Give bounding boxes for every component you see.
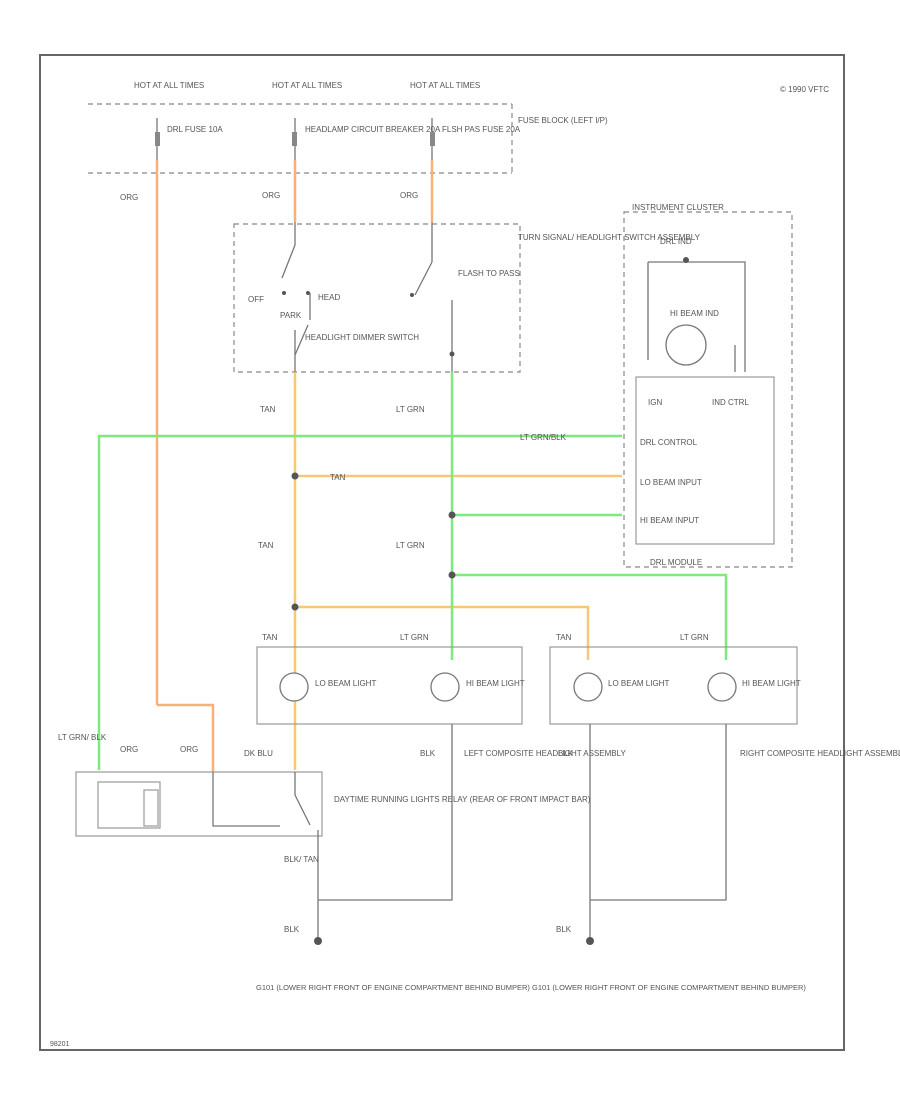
hi-beam-ind-label: HI BEAM IND bbox=[670, 309, 719, 318]
copyright-label: © 1990 VFTC bbox=[780, 85, 829, 94]
hi-beam-input-label: HI BEAM INPUT bbox=[640, 516, 699, 525]
left-headlight-assembly: TAN LT GRN LO BEAM LIGHT HI BEAM LIGHT L… bbox=[256, 633, 626, 758]
left-hi-blk-wire bbox=[318, 724, 453, 901]
lt-grn-blk-wire-drl bbox=[97, 434, 622, 770]
drl-module-label: DRL MODULE bbox=[650, 558, 702, 567]
cluster-title: INSTRUMENT CLUSTER bbox=[632, 203, 724, 212]
wire-label-lt-grn: LT GRN bbox=[680, 633, 709, 642]
wire-label-lt-grn-blk: LT GRN/ BLK bbox=[58, 733, 107, 742]
wire-label-lt-grn: LT GRN bbox=[400, 633, 429, 642]
switch-head-label: HEAD bbox=[318, 293, 340, 302]
wire-label-tan: TAN bbox=[556, 633, 572, 642]
wire-label-tan: TAN bbox=[258, 541, 274, 550]
ground-left bbox=[314, 937, 322, 945]
left-assembly-label: LEFT COMPOSITE HEADLIGHT ASSEMBLY bbox=[464, 749, 626, 758]
diagram-frame bbox=[39, 54, 845, 1051]
right-lo-beam-lamp bbox=[573, 672, 603, 702]
fuse-label-headlamp: HEADLAMP CIRCUIT BREAKER 20A bbox=[305, 125, 441, 134]
flash-to-pass-label: FLASH TO PASS bbox=[458, 269, 520, 278]
right-assembly-label: RIGHT COMPOSITE HEADLIGHT ASSEMBLY bbox=[740, 749, 900, 758]
drl-relay: ORG ORG DK BLU DAYTIME RUNNING LIGHTS RE… bbox=[75, 745, 591, 940]
lo-beam-label: LO BEAM LIGHT bbox=[315, 679, 376, 688]
ind-ctrl-label: IND CTRL bbox=[712, 398, 749, 407]
ground-right-label: G101 (LOWER RIGHT FRONT OF ENGINE COMPAR… bbox=[532, 983, 806, 992]
left-lo-beam-lamp bbox=[279, 672, 309, 702]
wire-label-org: ORG bbox=[262, 191, 280, 200]
wire-label-dk-blu: DK BLU bbox=[244, 749, 273, 758]
wire-label-blk-tan: BLK/ TAN bbox=[284, 855, 319, 864]
wire-label-blk: BLK bbox=[420, 749, 436, 758]
drl-control-label: DRL CONTROL bbox=[640, 438, 698, 447]
ign-label: IGN bbox=[648, 398, 662, 407]
ground-right bbox=[586, 937, 594, 945]
right-hi-blk-wire bbox=[590, 724, 727, 901]
right-headlight-assembly: TAN LT GRN LO BEAM LIGHT HI BEAM LIGHT R… bbox=[549, 633, 900, 758]
switch-assembly-label: TURN SIGNAL/ HEADLIGHT SWITCH ASSEMBLY bbox=[518, 233, 701, 242]
wire-label-tan: TAN bbox=[262, 633, 278, 642]
lt-grn-wire-right-hi bbox=[452, 573, 728, 660]
footer-code: 98201 bbox=[50, 1041, 70, 1048]
fuse-block: FUSE BLOCK (LEFT I/P) HOT AT ALL TIMES H… bbox=[88, 81, 608, 174]
headlight-switch-assembly: TURN SIGNAL/ HEADLIGHT SWITCH ASSEMBLY O… bbox=[233, 222, 701, 373]
lo-beam-label: LO BEAM LIGHT bbox=[608, 679, 669, 688]
tan-wire-right-lo bbox=[295, 605, 590, 660]
lo-beam-input-label: LO BEAM INPUT bbox=[640, 478, 702, 487]
fuse-label-drl: DRL FUSE 10A bbox=[167, 125, 223, 134]
instrument-cluster: INSTRUMENT CLUSTER DRL IND HI BEAM IND I… bbox=[623, 203, 793, 568]
left-hi-beam-lamp bbox=[430, 672, 460, 702]
switch-park-label: PARK bbox=[280, 311, 302, 320]
fuse-block-label: FUSE BLOCK (LEFT I/P) bbox=[518, 116, 608, 125]
wire-label-org: ORG bbox=[120, 193, 138, 202]
hot-label-3: HOT AT ALL TIMES bbox=[410, 81, 480, 90]
wire-label-lt-grn: LT GRN bbox=[396, 405, 425, 414]
wire-label-blk: BLK bbox=[284, 925, 300, 934]
wire-label-org: ORG bbox=[400, 191, 418, 200]
relay-label: DAYTIME RUNNING LIGHTS RELAY (REAR OF FR… bbox=[334, 795, 591, 804]
wire-label-org: ORG bbox=[120, 745, 138, 754]
wire-label-tan: TAN bbox=[260, 405, 276, 414]
dimmer-switch-label: HEADLIGHT DIMMER SWITCH bbox=[305, 333, 419, 342]
wire-label-lt-grn: LT GRN bbox=[396, 541, 425, 550]
hot-label-2: HOT AT ALL TIMES bbox=[272, 81, 342, 90]
wire-label-blk: BLK bbox=[556, 925, 572, 934]
drl-ind-label: DRL IND bbox=[660, 237, 692, 246]
wire-label-blk: BLK bbox=[558, 749, 574, 758]
fuse-label-flash: FLSH PAS FUSE 20A bbox=[442, 125, 521, 134]
wire-label-tan: TAN bbox=[330, 473, 346, 482]
ground-left-label: G101 (LOWER RIGHT FRONT OF ENGINE COMPAR… bbox=[256, 983, 530, 992]
hi-beam-label: HI BEAM LIGHT bbox=[742, 679, 801, 688]
wire-label-org: ORG bbox=[180, 745, 198, 754]
hi-beam-label: HI BEAM LIGHT bbox=[466, 679, 525, 688]
switch-off-label: OFF bbox=[248, 295, 264, 304]
org-wire-relay-feed bbox=[157, 703, 215, 772]
hot-label-1: HOT AT ALL TIMES bbox=[134, 81, 204, 90]
right-hi-beam-lamp bbox=[707, 672, 737, 702]
wire-label-lt-grn-blk: LT GRN/BLK bbox=[520, 433, 567, 442]
